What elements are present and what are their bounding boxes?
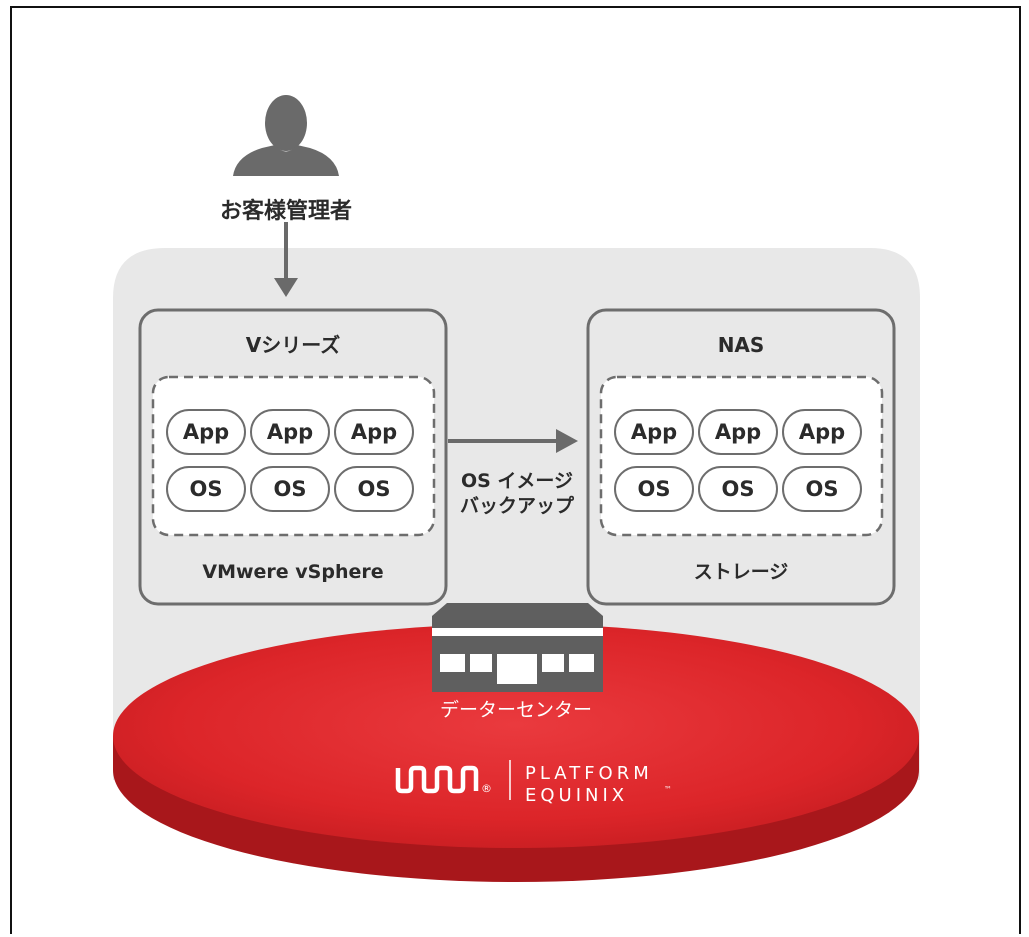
trademark-mark: ™ [664,785,672,794]
v-series-title: Vシリーズ [246,333,340,357]
nas-box: NAS ストレージ [586,308,896,606]
left-os-label-2: OS [274,477,307,501]
brand-line1: PLATFORM [525,763,653,784]
datacenter-building-icon [432,603,603,692]
registered-mark: ® [481,782,492,795]
left-os-label-1: OS [190,477,223,501]
left-os-pill-2 [250,466,330,512]
left-os-pill-1 [166,466,246,512]
vsphere-label: VMwere vSphere [202,561,383,583]
left-os-label-3: OS [358,477,391,501]
admin-label: お客様管理者 [220,198,352,224]
admin-arrow [274,222,298,297]
right-app-label-1: App [631,420,677,444]
right-app-label-2: App [715,420,761,444]
equinix-logo-icon [395,765,479,794]
right-app-pill-3 [782,409,862,455]
outer-frame [10,6,1021,934]
left-app-label-2: App [267,420,313,444]
right-os-label-3: OS [806,477,839,501]
left-app-pill-3 [334,409,414,455]
brand-line2: EQUINIX [525,785,628,806]
person-icon [233,95,339,176]
left-app-label-1: App [183,420,229,444]
right-app-label-3: App [799,420,845,444]
right-os-pill-1 [614,466,694,512]
backup-label-line2: バックアップ [460,494,575,517]
right-os-pill-2 [698,466,778,512]
v-series-box: Vシリーズ VMwere vSphere [138,308,448,606]
storage-label: ストレージ [694,561,789,583]
nas-title: NAS [718,333,765,357]
platform-disc [113,624,919,882]
right-os-pill-3 [782,466,862,512]
backup-label-line1: OS イメージ [461,470,573,492]
left-app-label-3: App [351,420,397,444]
left-app-pill-2 [250,409,330,455]
datacenter-label: データーセンター [440,699,592,721]
right-app-pill-2 [698,409,778,455]
right-app-pill-1 [614,409,694,455]
right-os-label-2: OS [722,477,755,501]
backup-arrow [448,429,578,453]
left-os-pill-3 [334,466,414,512]
right-os-label-1: OS [638,477,671,501]
left-app-pill-1 [166,409,246,455]
